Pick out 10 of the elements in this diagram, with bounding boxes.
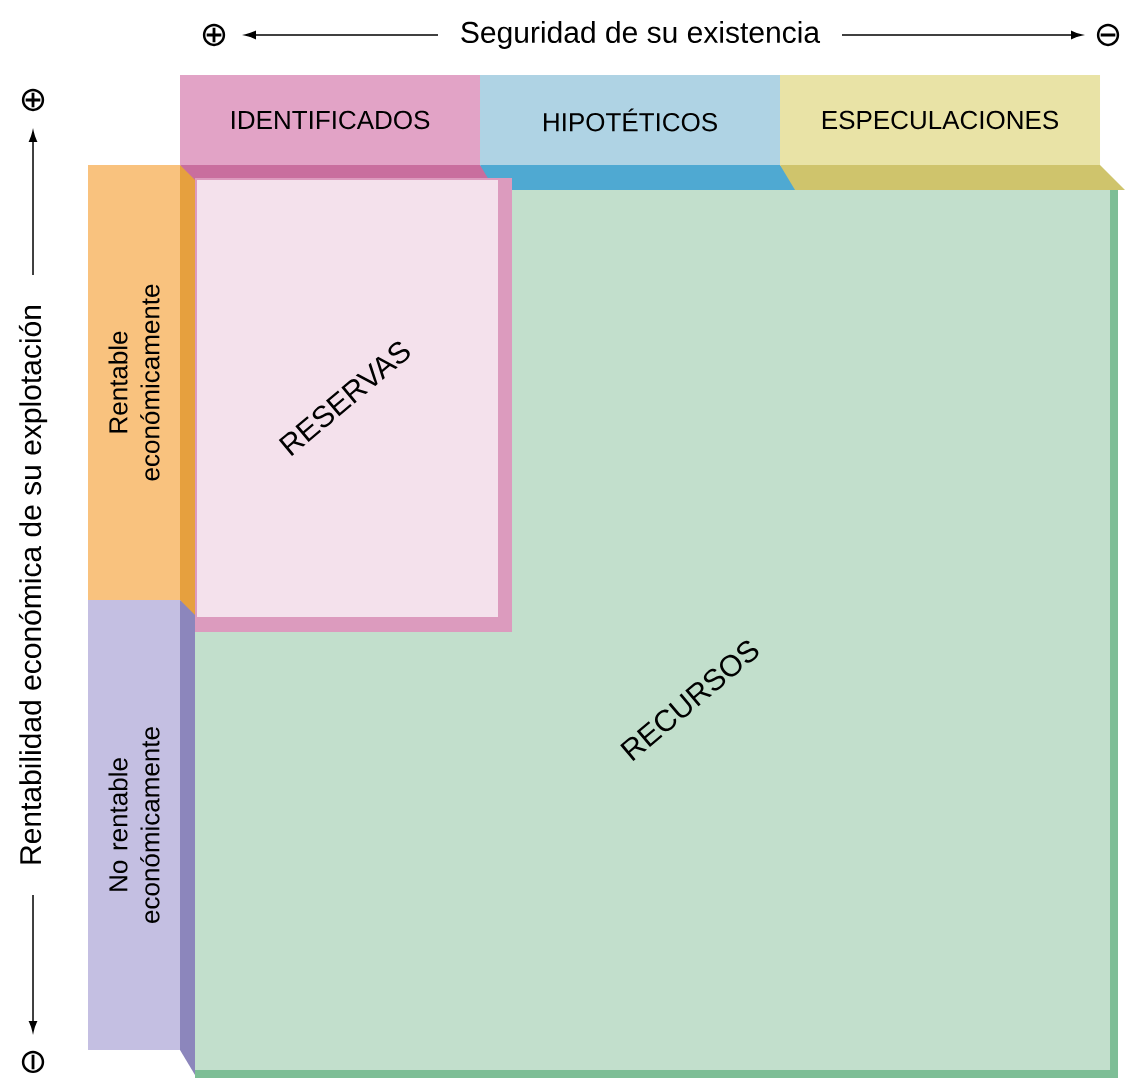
axis-label: Seguridad de su existencia [461,21,821,49]
sign-symbol: ⊕ [21,88,45,112]
sign-symbol: ⊖ [1096,23,1120,47]
sign-symbol: ⊖ [21,1050,45,1074]
axis-label: Rentabilidad económica de su explotación [18,306,48,864]
row-header: No rentable económicamente [88,600,195,1075]
column-header: ESPECULACIONES [780,75,1125,190]
row-header: Rentable económicamente [88,165,195,625]
column-header: HIPOTÉTICOS [480,75,805,190]
column-header: IDENTIFICADOS [180,75,505,190]
